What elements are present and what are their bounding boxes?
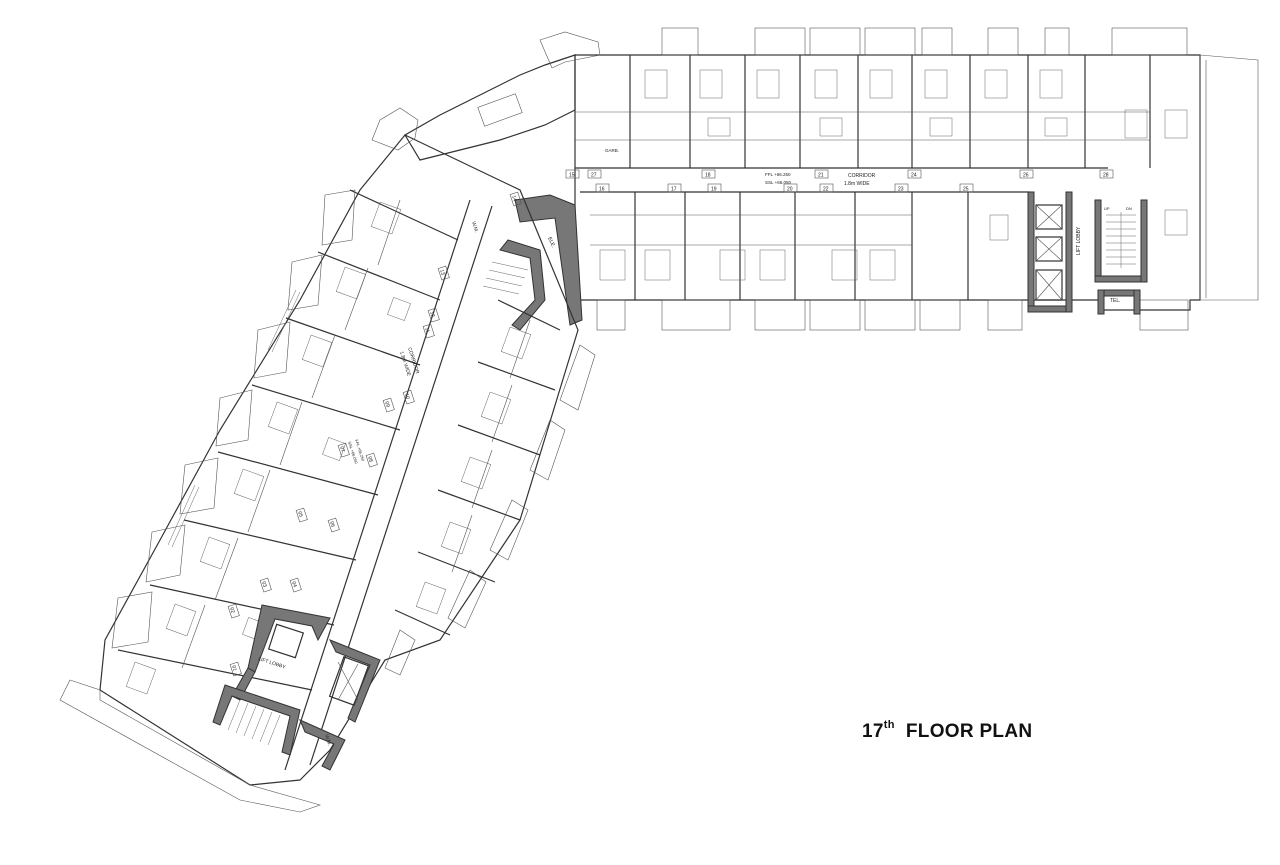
ffl-wing-label: FFL +66.250 bbox=[354, 439, 366, 463]
unit-number: 10 bbox=[403, 393, 410, 400]
unit-number: 06 bbox=[328, 521, 335, 528]
balcony bbox=[864, 299, 916, 331]
unit-number: 07 bbox=[338, 446, 345, 453]
balcony bbox=[179, 457, 219, 515]
unit-number: 24 bbox=[911, 173, 917, 179]
ffl-label: FFL +66.250 bbox=[765, 172, 791, 177]
unit-number: 05 bbox=[296, 511, 303, 518]
wing-outline bbox=[99, 134, 579, 786]
balcony bbox=[809, 27, 861, 56]
balcony bbox=[661, 299, 731, 331]
balcony bbox=[809, 299, 861, 331]
unit-number: 28 bbox=[1103, 173, 1109, 179]
unit-number: 14 bbox=[510, 195, 517, 202]
balcony bbox=[596, 299, 626, 331]
balcony bbox=[987, 27, 1019, 56]
floor-plan-title: 17th FLOOR PLAN bbox=[862, 719, 1032, 743]
lift-lobby-east-label: LIFT LOBBY bbox=[1076, 226, 1082, 255]
diagonal-wing bbox=[59, 107, 596, 813]
balcony bbox=[559, 344, 596, 411]
junction-balcony bbox=[539, 31, 601, 69]
balcony bbox=[987, 299, 1023, 331]
balcony bbox=[919, 299, 961, 331]
unit-number: 11 bbox=[423, 327, 430, 334]
north-units bbox=[575, 55, 1151, 168]
unit-numbers-main: 15 16 17 18 19 20 21 22 23 24 25 26 27 2… bbox=[565, 169, 1114, 193]
east-lift-core bbox=[1027, 191, 1073, 313]
wing-corridor-west bbox=[284, 199, 471, 771]
balcony bbox=[215, 389, 253, 447]
balcony bbox=[145, 524, 186, 583]
wm-south-label: W.M. bbox=[323, 734, 332, 747]
dn-label: DN bbox=[1126, 206, 1132, 211]
unit-number: 02 bbox=[228, 607, 235, 614]
unit-number: 27 bbox=[591, 173, 597, 179]
balcony bbox=[921, 27, 953, 56]
unit-number: 23 bbox=[898, 187, 904, 193]
wing-corridor-east bbox=[309, 205, 493, 766]
balcony bbox=[321, 189, 356, 246]
balcony bbox=[754, 27, 806, 56]
tel-label: TEL. bbox=[1110, 298, 1121, 304]
unit-number: 25 bbox=[963, 187, 969, 193]
corridor-width-label: 1.8m WIDE bbox=[844, 181, 870, 187]
junction-core-wall bbox=[514, 194, 583, 326]
balcony-sw bbox=[59, 679, 321, 813]
unit-number: 26 bbox=[1023, 173, 1029, 179]
floor-number: 17 bbox=[862, 721, 884, 742]
up-label: UP bbox=[1104, 206, 1110, 211]
balcony bbox=[253, 321, 291, 379]
east-block-outline bbox=[574, 54, 1201, 311]
balcony bbox=[754, 299, 806, 331]
unit-numbers-wing: 01 02 03 04 05 06 07 08 09 10 11 12 13 1… bbox=[227, 191, 522, 677]
balcony bbox=[111, 591, 153, 649]
unit-number: 13 bbox=[438, 269, 445, 276]
garb-label: GARB. bbox=[605, 148, 619, 153]
unit-number: 09 bbox=[383, 401, 390, 408]
balcony bbox=[489, 499, 529, 561]
unit-number: 08 bbox=[366, 456, 373, 463]
unit-number: 03 bbox=[260, 581, 267, 588]
east-terrace bbox=[1199, 54, 1259, 301]
west-lift-core bbox=[212, 604, 381, 771]
unit-number: 15 bbox=[569, 173, 575, 179]
east-block bbox=[574, 27, 1259, 331]
unit-number: 20 bbox=[787, 187, 793, 193]
unit-number: 17 bbox=[671, 187, 677, 193]
balcony bbox=[864, 27, 916, 56]
junction-outline bbox=[404, 54, 576, 161]
balcony bbox=[371, 107, 419, 151]
lift-lobby-west-label: LIFT LOBBY bbox=[257, 656, 286, 671]
balcony bbox=[1139, 299, 1189, 331]
unit-number: 12 bbox=[428, 311, 435, 318]
unit-number: 04 bbox=[290, 581, 297, 588]
floor-plan-title-text: FLOOR PLAN bbox=[905, 721, 1033, 742]
unit-number: 18 bbox=[705, 173, 711, 179]
balcony bbox=[1044, 27, 1070, 56]
plan-labels: CORRIDOR 1.8m WIDE FFL +66.250 SSL +66.0… bbox=[257, 148, 1132, 746]
ele-label: ELE. bbox=[546, 236, 556, 248]
balcony bbox=[661, 27, 699, 56]
balcony bbox=[447, 569, 487, 629]
unit-number: 19 bbox=[711, 187, 717, 193]
unit-number: 22 bbox=[823, 187, 829, 193]
east-stair bbox=[1094, 199, 1148, 315]
corridor-label: CORRIDOR bbox=[848, 173, 876, 179]
furniture bbox=[599, 69, 1188, 281]
unit-number: 21 bbox=[818, 173, 824, 179]
south-units bbox=[590, 192, 969, 300]
wm-north-label: W.M. bbox=[470, 221, 479, 234]
unit-number: 16 bbox=[599, 187, 605, 193]
ssl-label: SSL +66.050 bbox=[765, 180, 791, 185]
balcony bbox=[1111, 27, 1188, 56]
balcony bbox=[384, 629, 416, 676]
balcony bbox=[287, 254, 323, 311]
unit-number: 01 bbox=[230, 665, 237, 672]
floor-number-suffix: th bbox=[883, 719, 895, 731]
